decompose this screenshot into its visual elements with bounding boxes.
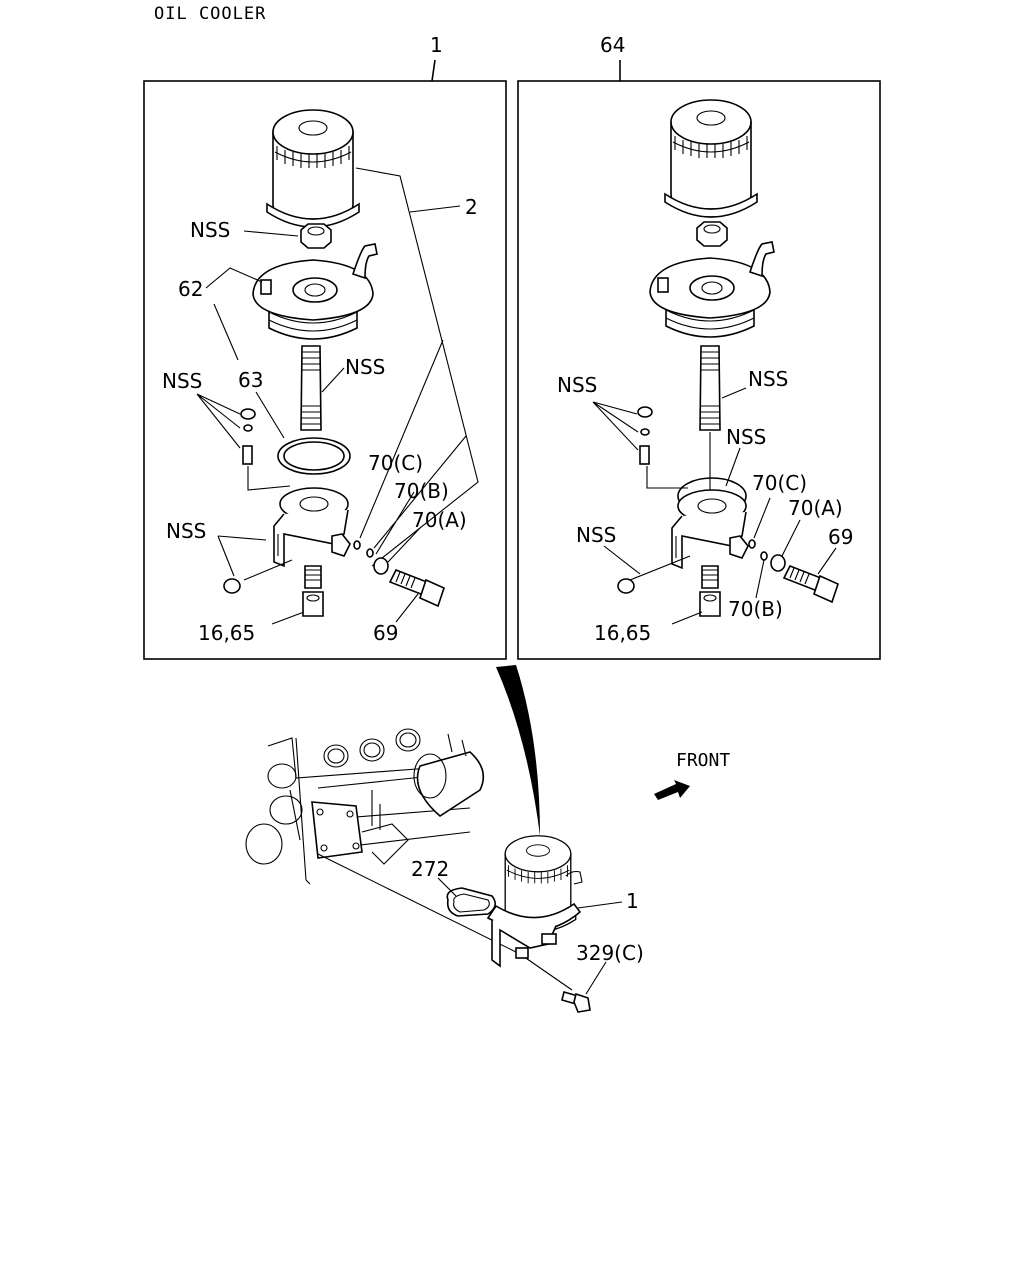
- engine-assy-label: 1: [626, 889, 639, 913]
- panel-1-filter-label: 2: [465, 195, 478, 219]
- panel-1-oring-label: 63: [238, 368, 263, 392]
- panel-64-stud-label: NSS: [748, 367, 788, 391]
- drain-plug: [617, 578, 635, 594]
- panel-1-stud-label: NSS: [345, 355, 385, 379]
- cooler-body: [649, 241, 775, 338]
- panel-64-oring-label: NSS: [726, 425, 766, 449]
- oil-filter: [664, 99, 758, 218]
- lower-body: [273, 487, 351, 567]
- panel-64-border: [517, 80, 881, 660]
- stud: [699, 345, 721, 431]
- panel-1-nut-label: NSS: [190, 218, 230, 242]
- panel-64-ref-label: 64: [600, 33, 625, 57]
- cooler-body: [252, 243, 378, 340]
- panel-64-bolt-label: 69: [828, 525, 853, 549]
- panel-64-washer-c-label: 70(C): [752, 471, 807, 495]
- panel-1-body-label: 62: [178, 277, 203, 301]
- oil-filter: [266, 109, 360, 228]
- panel-64: 64 NSS NSS NSS NSS 70(C): [517, 33, 881, 660]
- panel-1-plug-label: NSS: [166, 519, 206, 543]
- panel-64-washer-b-label: 70(B): [728, 597, 783, 621]
- panel-1-relief-label: NSS: [162, 369, 202, 393]
- panel-1-washer-a-label: 70(A): [412, 508, 467, 532]
- engine-gasket-label: 272: [411, 857, 449, 881]
- panel-1-bolt-label: 69: [373, 621, 398, 645]
- panel-1-washer-c-label: 70(C): [368, 451, 423, 475]
- front-arrow-icon: [654, 780, 690, 800]
- panel-1-border: [143, 80, 507, 660]
- panel-64-valve-label: 16,65: [594, 621, 651, 645]
- panel-64-relief-label: NSS: [557, 373, 597, 397]
- panel-1-valve-label: 16,65: [198, 621, 255, 645]
- panel-64-plug-label: NSS: [576, 523, 616, 547]
- oring: [277, 437, 351, 475]
- valve: [699, 565, 721, 617]
- panel-1-ref-label: 1: [430, 33, 443, 57]
- callout-wedge: [496, 665, 540, 836]
- stud: [300, 345, 322, 431]
- drain-plug: [223, 578, 241, 594]
- panel-1-washer-b-label: 70(B): [394, 479, 449, 503]
- front-label: FRONT: [676, 750, 730, 771]
- lower-body: [671, 489, 749, 569]
- panel-64-washer-a-label: 70(A): [788, 496, 843, 520]
- engine-bolt-label: 329(C): [576, 941, 644, 965]
- engine-view: 272 1 329(C) FRONT: [245, 728, 730, 1013]
- valve: [302, 565, 324, 617]
- nut: [696, 221, 728, 247]
- page-title: OIL COOLER: [154, 4, 267, 24]
- bolt: [783, 565, 839, 603]
- nut: [300, 223, 332, 249]
- panel-1: 1 2 NSS 62 NSS 63 NSS: [143, 33, 507, 660]
- bolt: [389, 569, 445, 607]
